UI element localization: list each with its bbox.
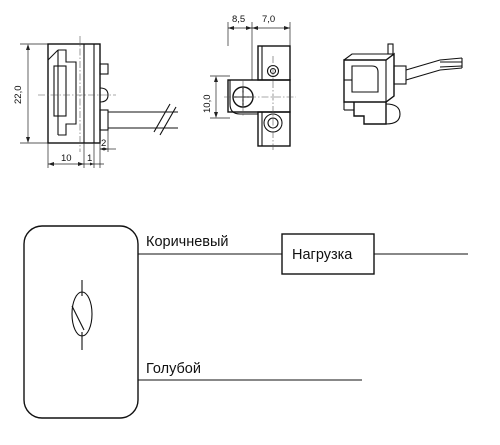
front-view-drawing — [210, 22, 296, 150]
dim-label-1: 1 — [87, 153, 92, 164]
side-view-drawing — [20, 36, 178, 168]
brown-wire-label: Коричневый — [146, 234, 229, 250]
dim-label-2: 2 — [101, 138, 106, 149]
dim-label-8-5: 8,5 — [232, 14, 245, 25]
side-body-outline — [47, 43, 101, 144]
front-lower-body — [227, 79, 291, 113]
wiring-diagram — [23, 225, 468, 419]
blue-wire-label: Голубой — [146, 361, 201, 377]
front-upper-body — [257, 45, 291, 81]
dim-label-10: 10 — [61, 153, 72, 164]
dim-label-7-0: 7,0 — [262, 14, 275, 25]
dim-label-10-0: 10,0 — [202, 95, 213, 114]
load-label: Нагрузка — [292, 247, 353, 263]
reed-switch-symbol — [71, 291, 93, 337]
isometric-view-drawing — [343, 43, 463, 125]
dim-label-22: 22,0 — [13, 86, 24, 105]
sensor-housing — [23, 225, 139, 419]
